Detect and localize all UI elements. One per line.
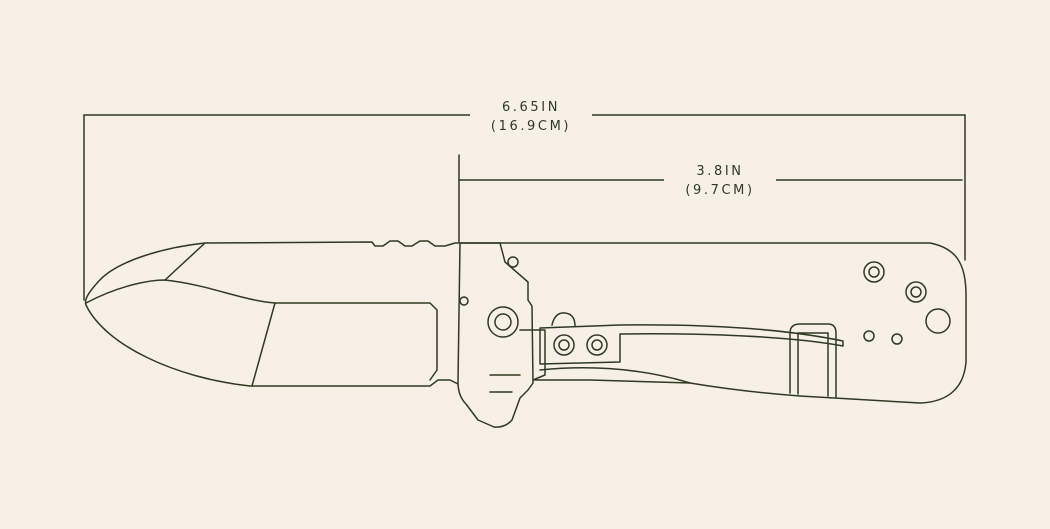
knife-handle [459,242,967,404]
knife-blade [84,240,459,387]
clip-body [539,324,844,365]
handle-pin-1 [863,330,875,342]
handle-screw-1-outer [863,261,885,283]
knife-bolster [457,242,576,428]
handle-length-imperial: 3.8IN [696,164,744,179]
blade-outline [84,240,459,387]
handle-outline [499,242,967,404]
clip-screw-2-inner [591,339,603,351]
pivot-small-pin [459,296,469,306]
handle-screw-2-outer [905,281,927,303]
bolster-small-pin [507,256,519,268]
blade-edge-bevel [85,279,438,381]
handle-lanyard-hole [925,308,951,334]
overall-length-label: 6.65IN (16.9CM) [470,98,592,136]
overall-dimension-lines [83,114,966,301]
blade-grind-transition [251,302,276,387]
handle-screw-1-inner [868,266,880,278]
handle-length-metric: (9.7CM) [685,183,755,198]
handle-length-label: 3.8IN (9.7CM) [664,162,776,200]
clip-screw-1-outer [553,334,575,356]
overall-length-imperial: 6.65IN [501,100,561,115]
handle-pin-2 [891,333,903,345]
pocket-clip [539,323,844,398]
bolster-outline [457,242,534,428]
thumb-stud-outer [487,306,519,338]
clip-lower-edge [539,367,691,384]
blade-grind-line [164,242,206,281]
clip-screw-2-outer [586,334,608,356]
lock-release [551,312,576,327]
thumb-stud-inner [494,313,512,331]
clip-screw-1-inner [558,339,570,351]
handle-screw-2-inner [910,286,922,298]
clip-retainer [789,323,837,398]
lock-bar [519,329,546,381]
overall-length-metric: (16.9CM) [490,119,572,134]
